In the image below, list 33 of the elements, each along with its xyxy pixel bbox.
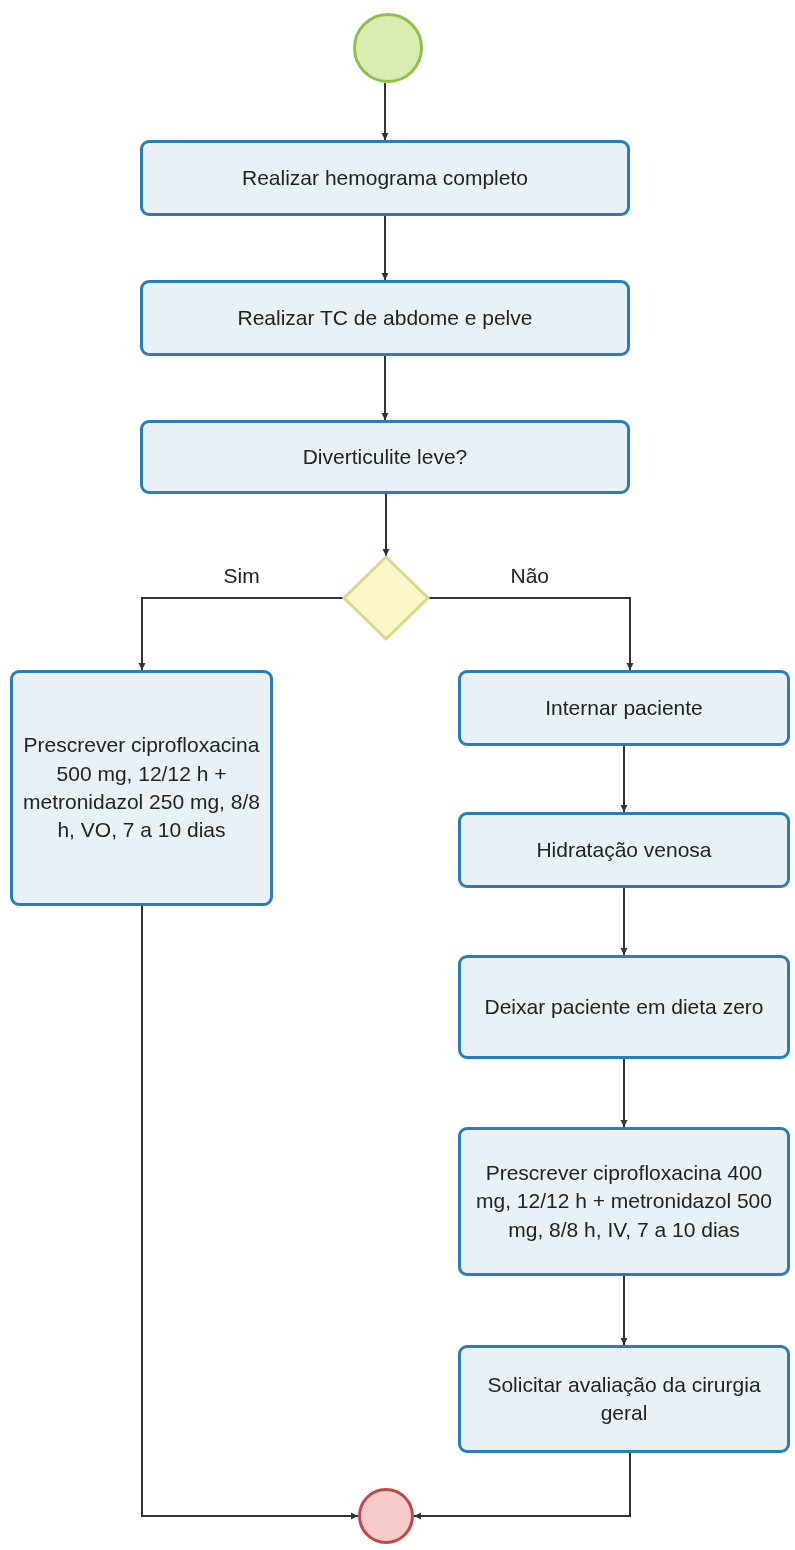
arrow	[381, 215, 389, 281]
step-text: Hidratação venosa	[536, 836, 712, 863]
arrow	[413, 1452, 631, 1520]
step-text: Solicitar avaliação da cirurgia geral	[486, 1371, 762, 1426]
arrow	[620, 1275, 628, 1346]
step-text: Realizar TC de abdome e pelve	[237, 304, 533, 331]
process-box	[458, 1127, 790, 1276]
arrow	[428, 597, 634, 671]
step-text: Prescrever ciprofloxacina 500 mg, 12/12 h + metronidazol 250 mg, 8/8 h, VO, 7 a 10 dias	[22, 732, 261, 844]
process-box	[140, 280, 630, 356]
process-box	[140, 420, 630, 494]
process-box	[140, 140, 630, 216]
arrow	[620, 887, 628, 956]
process-box	[458, 955, 790, 1059]
arrow	[138, 597, 344, 671]
step-text: Internar paciente	[545, 694, 703, 721]
step-text: Deixar paciente em dieta zero	[484, 993, 764, 1020]
process-box	[458, 670, 790, 746]
arrow	[620, 745, 628, 813]
step-text: Diverticulite leve?	[302, 443, 468, 470]
arrow	[382, 493, 390, 557]
arrow	[620, 1058, 628, 1128]
decision-diamond	[343, 556, 429, 640]
step-text: Prescrever ciprofloxacina 400 mg, 12/12 h + metronidazol 500 mg, 8/8 h, IV, 7 a 10 dias	[475, 1160, 773, 1243]
arrow	[141, 905, 359, 1520]
process-box	[458, 1345, 790, 1453]
arrow	[381, 82, 389, 141]
arrow	[381, 355, 389, 421]
process-box	[10, 670, 273, 906]
end-circle	[358, 1488, 414, 1544]
step-text: Realizar hemograma completo	[242, 164, 528, 191]
process-box	[458, 812, 790, 888]
start-circle	[353, 13, 423, 83]
